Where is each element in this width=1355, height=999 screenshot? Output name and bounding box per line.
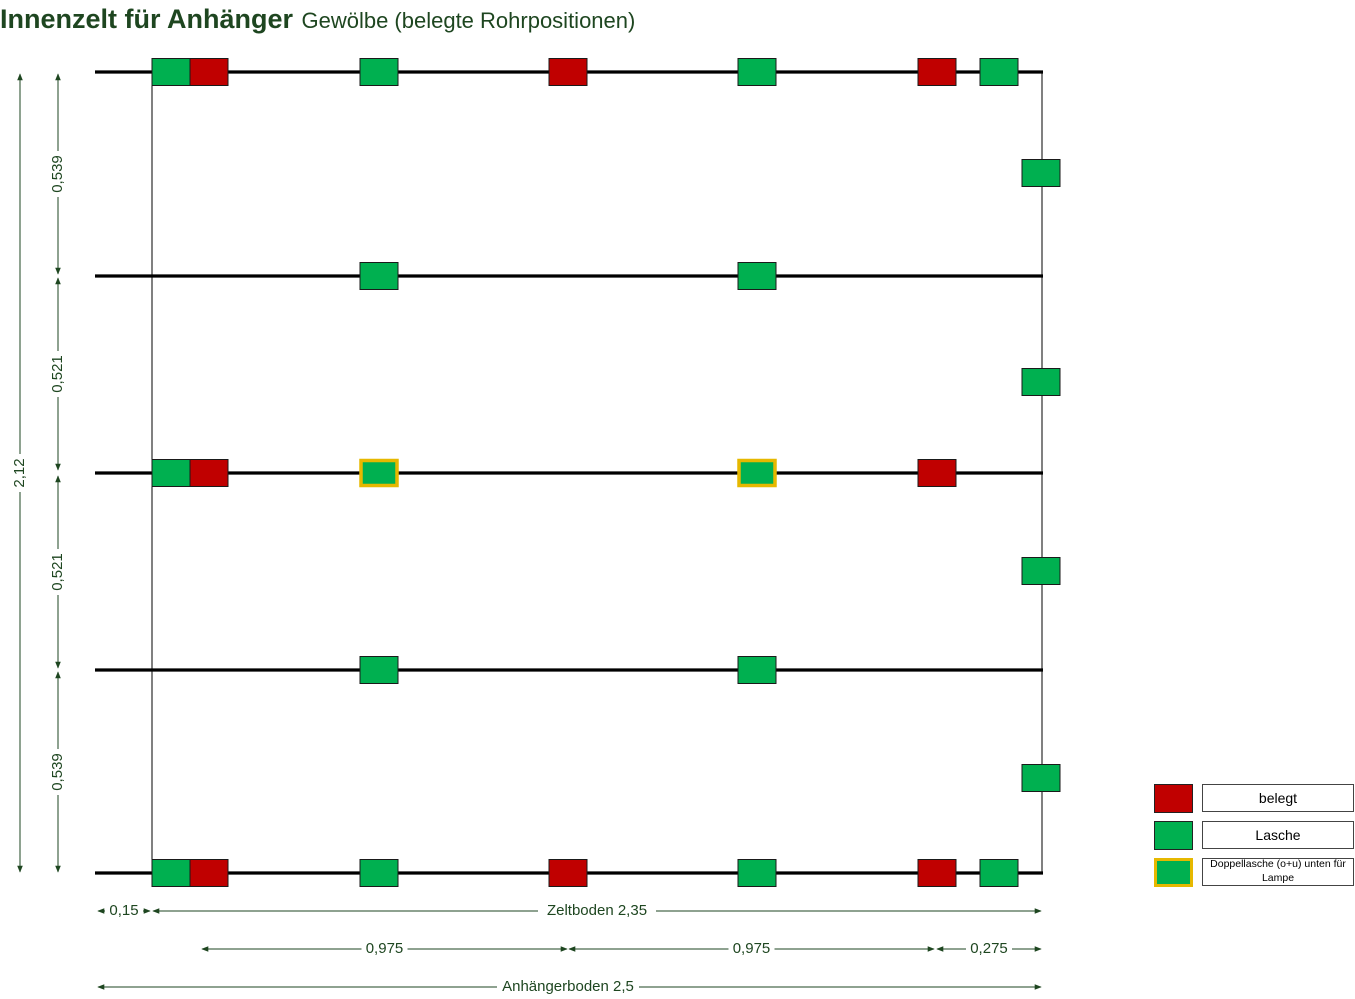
dimension-lines: 2,12 0,539 0,521 0,521 0,539 0,15 Zeltboden 2,…: [11, 73, 1042, 996]
marker-tab: [359, 656, 399, 684]
dim-spacing-label: 0,975: [733, 940, 771, 957]
marker-tab: [359, 859, 399, 887]
marker-tab: [737, 656, 777, 684]
page-title: Innenzelt für Anhänger Gewölbe (belegte …: [0, 4, 635, 35]
marker-double-tab: [737, 458, 777, 488]
marker-occupied: [548, 859, 588, 887]
legend-label-double: Doppellasche (o+u) unten für Lampe: [1202, 858, 1354, 886]
title-subtitle: Gewölbe (belegte Rohrpositionen): [301, 8, 636, 33]
marker-occupied: [917, 859, 957, 887]
legend-label-tab: Lasche: [1202, 821, 1354, 849]
title-main: Innenzelt für Anhänger: [0, 4, 294, 34]
marker-occupied: [917, 459, 957, 487]
dim-left-offset-label: 0,15: [109, 902, 138, 919]
legend-swatch-double: [1154, 858, 1193, 887]
marker-side-tab: [1021, 764, 1061, 792]
marker-tab: [737, 58, 777, 86]
marker-occupied: [917, 58, 957, 86]
dim-trailer-floor-label: Anhängerboden 2,5: [502, 978, 634, 995]
marker-occupied: [189, 58, 229, 86]
marker-side-tab: [1021, 159, 1061, 187]
legend-swatch-tab: [1154, 821, 1193, 850]
dim-vertical-segment-label: 0,521: [49, 553, 66, 591]
marker-occupied: [189, 859, 229, 887]
dim-vertical-total-label: 2,12: [11, 458, 28, 487]
marker-tab: [979, 58, 1019, 86]
marker-side-tab: [1021, 368, 1061, 396]
dim-vertical-segment-label: 0,539: [49, 155, 66, 193]
marker-tab: [151, 859, 191, 887]
dim-floor-label: Zeltboden 2,35: [547, 902, 647, 919]
markers: [151, 58, 1061, 887]
marker-side-tab: [1021, 557, 1061, 585]
dim-spacing-label: 0,275: [970, 940, 1008, 957]
marker-occupied: [548, 58, 588, 86]
legend-swatch-occupied: [1154, 784, 1193, 813]
legend-label-occupied: belegt: [1202, 784, 1354, 812]
marker-tab: [359, 262, 399, 290]
marker-occupied: [189, 459, 229, 487]
dim-vertical-segment-label: 0,539: [49, 753, 66, 791]
tube-rows: [95, 70, 1043, 875]
marker-double-tab: [359, 458, 399, 488]
dim-spacing-label: 0,975: [366, 940, 404, 957]
marker-tab: [359, 58, 399, 86]
marker-tab: [151, 58, 191, 86]
marker-tab: [737, 859, 777, 887]
marker-tab: [151, 459, 191, 487]
marker-tab: [737, 262, 777, 290]
marker-tab: [979, 859, 1019, 887]
dim-vertical-segment-label: 0,521: [49, 355, 66, 393]
